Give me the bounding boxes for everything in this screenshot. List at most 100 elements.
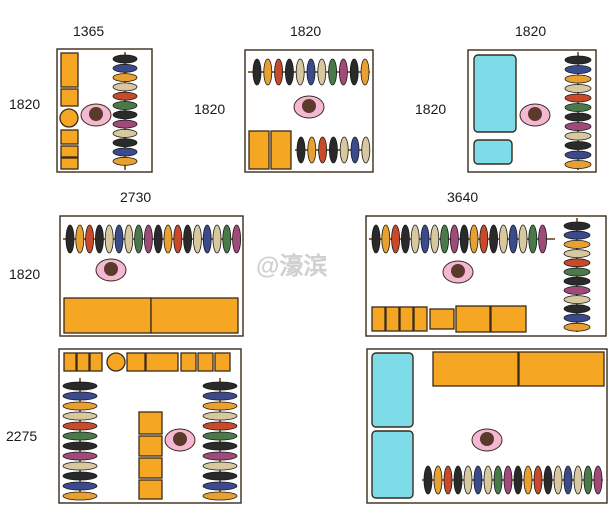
storage-box	[138, 479, 163, 500]
shoe-icon	[563, 258, 591, 268]
storage-box	[399, 306, 414, 332]
shoe-icon	[469, 224, 479, 254]
cabinet	[371, 430, 414, 499]
storage-box	[60, 145, 79, 158]
shoe-icon	[296, 136, 306, 164]
width-label-2730: 2730	[120, 189, 152, 205]
shoe-icon	[112, 101, 138, 110]
storage-box	[429, 308, 455, 330]
storage-box	[270, 130, 292, 170]
storage-box	[371, 306, 386, 332]
shoe-icon	[202, 461, 238, 471]
cabinet	[371, 352, 414, 428]
storage-box	[214, 352, 231, 372]
shoe-icon	[564, 141, 592, 150]
shoe-icon	[564, 55, 592, 65]
shoe-icon	[483, 465, 493, 495]
shoe-icon	[62, 491, 98, 501]
shoe-icon	[112, 54, 138, 64]
shoe-icon	[202, 481, 238, 491]
shoe-icon	[410, 224, 420, 254]
watermark: @濠滨	[256, 253, 328, 280]
storage-box	[385, 306, 400, 332]
shoe-icon	[564, 112, 592, 122]
shoe-icon	[62, 431, 98, 441]
shoe-icon	[202, 381, 238, 391]
width-label-3640: 3640	[447, 189, 479, 205]
shoe-icon	[62, 421, 98, 431]
storage-box	[60, 52, 79, 88]
height-label-1820-d: 1820	[9, 266, 41, 282]
shoe-icon	[360, 58, 370, 86]
shoe-icon	[65, 224, 75, 254]
shoe-icon	[263, 58, 273, 86]
shoe-icon	[295, 58, 305, 86]
shoe-icon	[563, 239, 591, 249]
person-head	[89, 107, 103, 121]
storage-box	[126, 352, 146, 372]
shoe-icon	[564, 131, 592, 141]
width-label-1365: 1365	[73, 23, 105, 39]
shoe-icon	[563, 285, 591, 295]
shoe-icon	[112, 63, 138, 73]
shoe-icon	[563, 313, 591, 323]
shoe-icon	[112, 119, 138, 129]
shoe-icon	[538, 224, 547, 254]
shoe-icon	[563, 267, 591, 277]
person-head	[104, 262, 118, 276]
shoe-icon	[371, 224, 381, 254]
storage-round	[106, 352, 126, 372]
shoe-icon	[593, 465, 603, 495]
shoe-icon	[95, 224, 104, 254]
shoe-icon	[528, 224, 538, 254]
shoe-icon	[489, 224, 499, 254]
storage-box	[89, 352, 103, 372]
shoe-icon	[163, 224, 173, 254]
shoe-icon	[513, 465, 523, 495]
storage-box	[518, 351, 605, 387]
shoe-icon	[564, 93, 592, 103]
storage-box	[248, 130, 270, 170]
shoe-icon	[508, 224, 518, 254]
shoe-icon	[62, 411, 98, 421]
shoe-icon	[503, 465, 513, 495]
shoe-icon	[202, 471, 238, 481]
shoe-icon	[498, 224, 508, 254]
person-head	[480, 432, 494, 446]
shoe-icon	[143, 224, 153, 254]
cabinet	[473, 139, 513, 165]
shoe-icon	[252, 58, 262, 86]
shoe-icon	[232, 224, 242, 254]
shoe-icon	[563, 322, 591, 332]
storage-round	[59, 108, 79, 128]
shoe-icon	[533, 465, 543, 495]
shoe-icon	[62, 381, 98, 391]
shoe-icon	[443, 465, 453, 495]
shoe-icon	[173, 224, 183, 254]
storage-box	[60, 88, 79, 107]
shoe-icon	[583, 465, 593, 495]
shoe-icon	[493, 465, 503, 495]
shoe-icon	[563, 249, 591, 259]
person-head	[302, 99, 316, 113]
shoe-icon	[202, 401, 238, 411]
shoe-icon	[202, 411, 238, 421]
shoe-icon	[222, 224, 232, 254]
storage-box	[413, 306, 428, 332]
storage-box	[63, 352, 77, 372]
storage-box	[138, 457, 163, 479]
shoe-icon	[573, 465, 583, 495]
shoe-icon	[62, 401, 98, 411]
shoe-icon	[307, 136, 317, 164]
shoe-icon	[479, 224, 489, 254]
shoe-icon	[564, 103, 592, 112]
shoe-icon	[564, 150, 592, 160]
shoe-icon	[563, 295, 591, 305]
storage-box	[138, 411, 163, 435]
storage-box	[455, 305, 491, 333]
shoe-icon	[400, 224, 410, 254]
shoe-icon	[564, 84, 592, 93]
shoe-icon	[192, 224, 202, 254]
